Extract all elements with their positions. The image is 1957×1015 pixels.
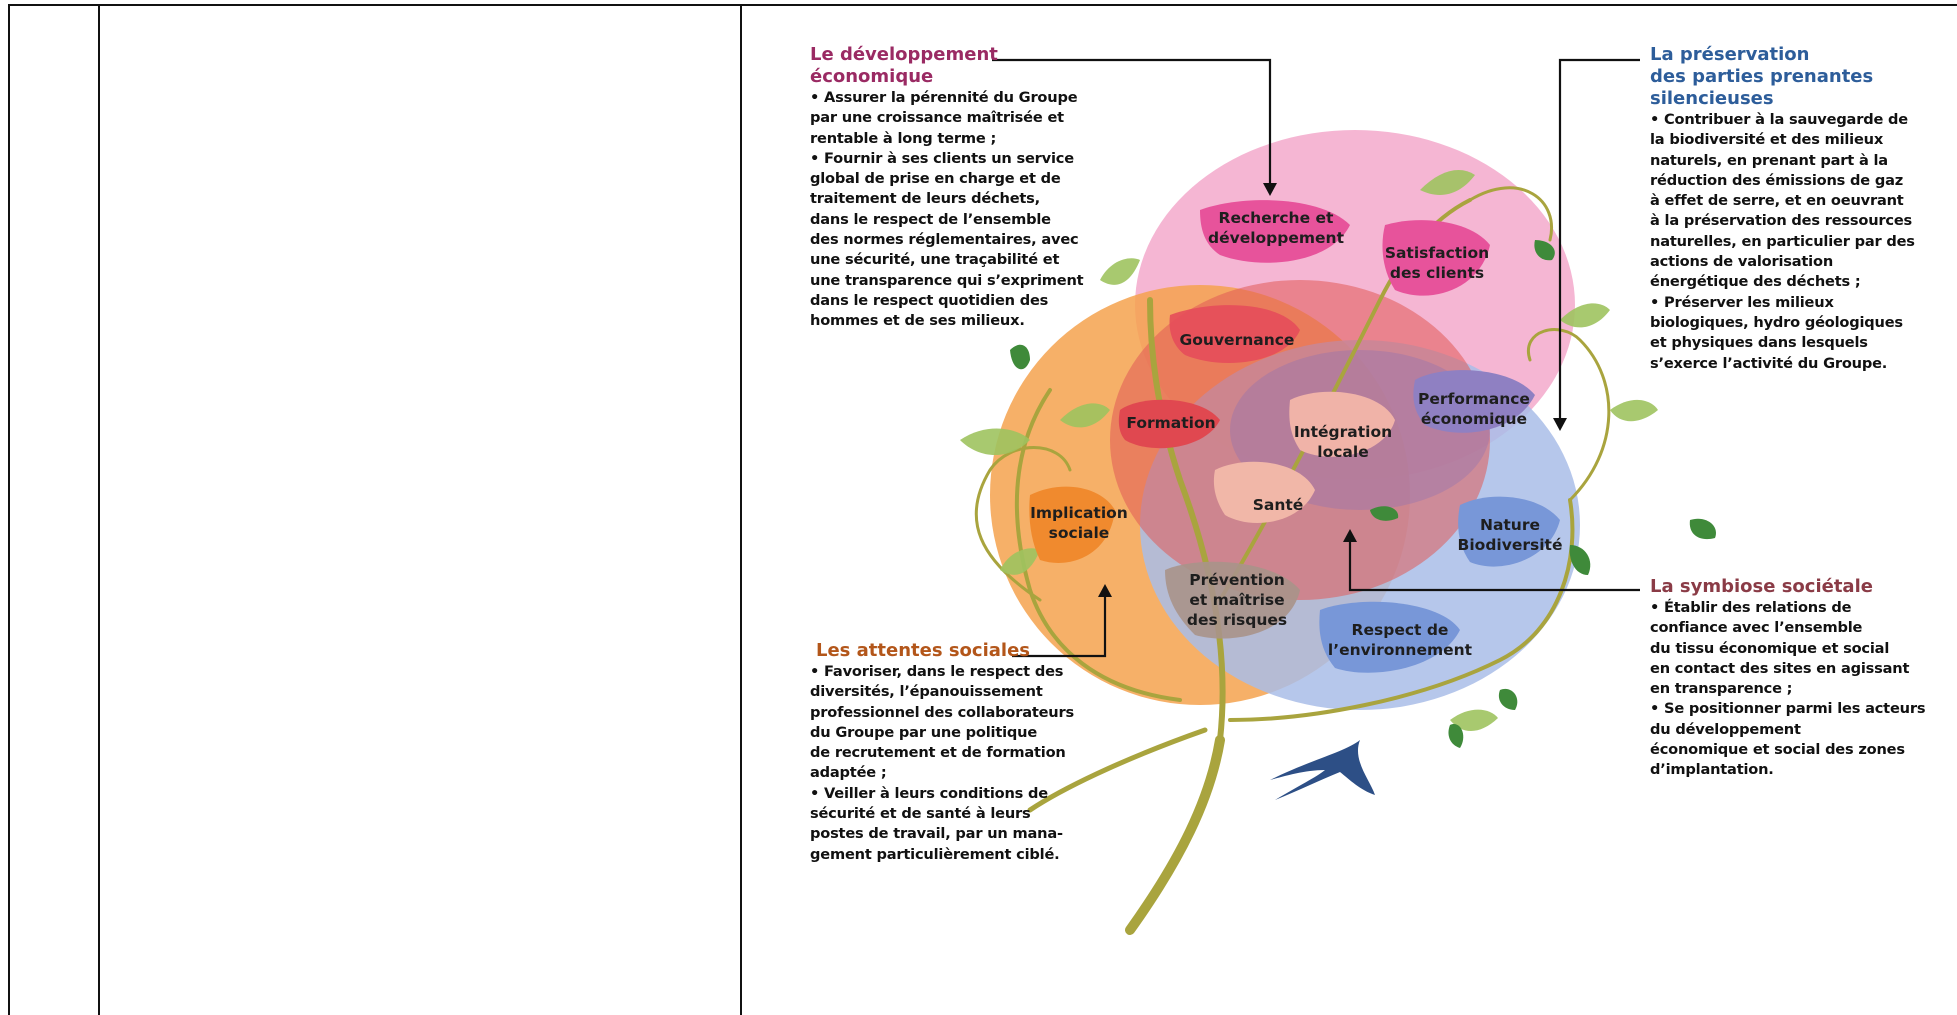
leaf-sante: Santé: [1253, 496, 1304, 514]
arrow-preservation: [1558, 58, 1640, 420]
block-social: Les attentes sociales • Favoriser, dans …: [810, 640, 1086, 865]
block-symbiosis-body: • Établir des relations de confiance ave…: [1650, 599, 1926, 779]
block-preservation-title: La préservation des parties prenantes si…: [1650, 44, 1874, 109]
arrow-heads: [1098, 183, 1567, 597]
leaf-gouvernance: Gouvernance: [1180, 331, 1295, 349]
block-social-title: Les attentes sociales: [816, 640, 1030, 661]
block-symbiosis: La symbiose sociétale • Établir des rela…: [1650, 576, 1930, 781]
connector-arrows: [992, 58, 1640, 658]
block-economic-body: • Assurer la pérennité du Groupe par une…: [810, 89, 1084, 330]
table-top-border: [8, 4, 1957, 6]
block-economic-title: Le développement économique: [810, 44, 998, 87]
table-column-divider-1: [98, 6, 100, 1015]
block-preservation: La préservation des parties prenantes si…: [1650, 44, 1930, 374]
block-preservation-body: • Contribuer à la sauvegarde de la biodi…: [1650, 111, 1915, 372]
leaf-formation: Formation: [1126, 414, 1215, 432]
block-social-body: • Favoriser, dans le respect des diversi…: [810, 663, 1074, 863]
topic-leaves: [1029, 200, 1560, 673]
arrow-economic: [992, 58, 1272, 185]
arrow-symbiosis: [1348, 540, 1640, 592]
table-left-border: [8, 4, 10, 1015]
swallow-bird: [1270, 740, 1375, 800]
block-symbiosis-title: La symbiose sociétale: [1650, 576, 1873, 597]
dark-green-leaves: [1010, 240, 1716, 748]
green-leaves: [960, 170, 1658, 732]
arrow-social: [1012, 595, 1107, 658]
block-economic: Le développement économique • Assurer la…: [810, 44, 1100, 332]
table-column-divider-2: [740, 6, 742, 1015]
